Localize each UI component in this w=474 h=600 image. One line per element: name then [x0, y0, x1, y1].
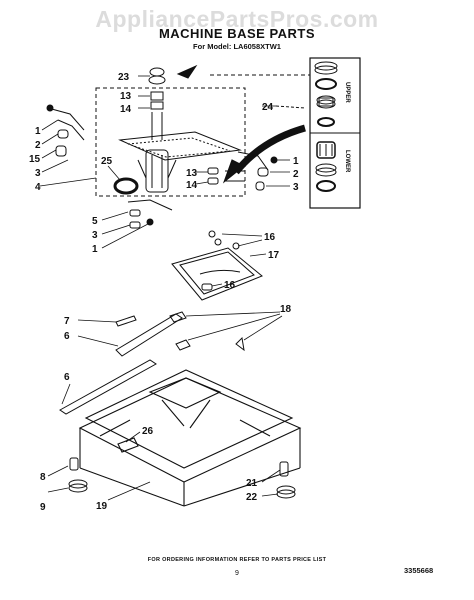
callout-22: 22: [246, 492, 258, 503]
callout-19: 19: [96, 501, 108, 512]
callout-17: 17: [268, 250, 280, 261]
ordering-info-footer: FOR ORDERING INFORMATION REFER TO PARTS …: [147, 557, 327, 563]
callout-25: 25: [101, 156, 113, 167]
watermark: AppliancePartsPros.com: [95, 6, 379, 32]
upper-panel-label: UPPER: [344, 82, 350, 103]
callout-16: 16: [224, 280, 236, 291]
callout-9: 9: [40, 502, 46, 513]
assembly-dashed-box: [95, 87, 246, 197]
leader-lines-base: [47, 431, 281, 501]
base-frame: [78, 369, 302, 507]
diagram-title: MACHINE BASE PARTS: [158, 26, 316, 41]
leader-lines-panel: [211, 233, 267, 287]
callout-14: 14: [186, 180, 198, 191]
lower-seals: [315, 141, 337, 192]
callout-4: 4: [35, 182, 41, 193]
callout-2: 2: [35, 140, 41, 151]
lower-panel-label: LOWER: [344, 150, 350, 173]
callout-24: 24: [262, 102, 274, 113]
callout-13: 13: [186, 168, 198, 179]
upper-seals: [314, 61, 338, 127]
side-pads: [207, 167, 245, 185]
callout-1: 1: [92, 244, 98, 255]
callout-6: 6: [64, 331, 70, 342]
bottom-hardware: [127, 199, 173, 229]
left-bracket-hardware: [46, 104, 85, 157]
callout-3: 3: [293, 182, 299, 193]
callout-1: 1: [293, 156, 299, 167]
callout-18: 18: [280, 304, 292, 315]
callout-labels: 23 13 14 24 1 2 15 3 4 25 13 14 1 2 3 5 …: [29, 72, 350, 513]
callout-13: 13: [120, 91, 132, 102]
feet-and-levelers: [68, 457, 296, 499]
frame-braces: [59, 311, 245, 415]
callout-6: 6: [64, 372, 70, 383]
page-number: 9: [235, 570, 239, 577]
callout-2: 2: [293, 169, 299, 180]
callout-21: 21: [246, 478, 258, 489]
leader-lines-top: [39, 75, 290, 249]
callout-3: 3: [92, 230, 98, 241]
top-panel: [171, 230, 263, 301]
belt-ring: [113, 177, 139, 195]
callout-23: 23: [118, 72, 130, 83]
model-line: For Model: LA6058XTW1: [193, 42, 281, 51]
callout-7: 7: [64, 316, 70, 327]
callout-15: 15: [29, 154, 41, 165]
callout-8: 8: [40, 472, 46, 483]
callout-5: 5: [92, 216, 98, 227]
callout-1: 1: [35, 126, 41, 137]
leader-lines-braces: [61, 311, 283, 405]
document-number: 3355668: [404, 566, 434, 575]
callout-14: 14: [120, 104, 132, 115]
callout-26: 26: [142, 426, 154, 437]
callout-16: 16: [264, 232, 276, 243]
callout-3: 3: [35, 168, 41, 179]
transmission-assembly: [118, 67, 242, 193]
